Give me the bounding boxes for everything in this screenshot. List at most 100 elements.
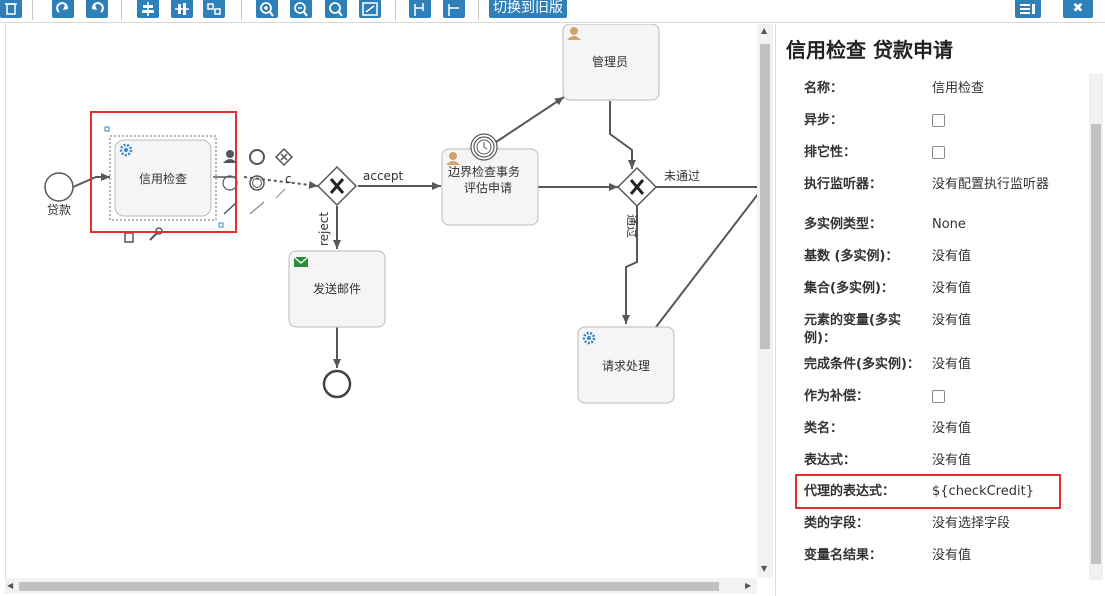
intermediate-event-quick-icon[interactable]: [249, 175, 265, 191]
boundary-timer-event[interactable]: [470, 133, 498, 161]
gear-icon: [119, 143, 133, 157]
property-value[interactable]: 没有值: [932, 357, 972, 372]
property-value[interactable]: 没有配置执行监听器: [932, 177, 1050, 192]
canvas-horizontal-scroll-thumb[interactable]: [19, 582, 719, 591]
quick-c-label: c: [285, 172, 292, 186]
end-event[interactable]: [322, 369, 352, 399]
property-value[interactable]: 没有值: [932, 453, 972, 468]
exclusive-gateway-1[interactable]: [316, 165, 358, 207]
property-label: 类的字段：: [804, 516, 870, 531]
task-request-handle-label: 请求处理: [602, 359, 650, 373]
property-label: 表达式：: [804, 453, 857, 468]
property-value[interactable]: 没有值: [932, 421, 972, 436]
zoom-out-icon[interactable]: [290, 0, 312, 18]
property-value[interactable]: 没有值: [932, 249, 972, 264]
property-label: 多实例类型：: [804, 217, 883, 232]
task-request-handle[interactable]: [577, 326, 675, 404]
align-horizontal-icon[interactable]: [171, 0, 193, 18]
end-event-quick-icon[interactable]: [249, 149, 265, 165]
task-send-mail[interactable]: [288, 250, 386, 328]
flow-admin-to-gateway2[interactable]: [609, 101, 636, 169]
exclusive-gateway-2[interactable]: [616, 166, 658, 208]
panel-scroll-thumb[interactable]: [1091, 124, 1101, 564]
editor-toolbar: 切换到旧版 ✖: [0, 0, 1105, 23]
user-icon: [446, 152, 460, 165]
property-label: 变量名结果：: [804, 548, 883, 563]
bpmn-diagram: 贷款 信用检查 c: [44, 24, 758, 404]
property-label: 执行监听器：: [804, 177, 883, 192]
property-value[interactable]: None: [932, 217, 966, 232]
property-value[interactable]: 没有值: [932, 281, 972, 296]
task-evaluate-line2: 评估申请: [464, 181, 512, 195]
add-bendpoint-icon[interactable]: [409, 0, 431, 18]
association-quick-icon[interactable]: [249, 201, 265, 215]
flow-passed[interactable]: [622, 206, 638, 324]
resize-handle-tl[interactable]: [104, 126, 110, 132]
task-credit-check[interactable]: [114, 139, 212, 217]
delete-icon[interactable]: [0, 0, 22, 18]
sequence-flows: [72, 96, 758, 368]
property-checkbox[interactable]: [932, 390, 945, 403]
task-admin-label: 管理员: [592, 54, 628, 69]
property-value[interactable]: 信用检查: [932, 81, 985, 96]
panel-title: 信用检查 贷款申请: [786, 38, 953, 62]
property-checkbox[interactable]: [932, 146, 945, 159]
remove-bendpoint-icon[interactable]: [443, 0, 465, 18]
close-button[interactable]: ✖: [1063, 0, 1093, 18]
property-label: 基数 (多实例)：: [804, 249, 899, 264]
property-value[interactable]: ${checkCredit}: [932, 484, 1034, 499]
panel-scrollbar[interactable]: [1089, 74, 1103, 580]
user-icon: [567, 27, 581, 40]
gear-icon: [582, 331, 596, 345]
task-admin[interactable]: [562, 24, 660, 101]
redo-icon[interactable]: [52, 0, 74, 18]
canvas-vertical-scroll-thumb[interactable]: [760, 44, 770, 349]
property-checkbox[interactable]: [932, 114, 945, 127]
selection-outline: [109, 135, 217, 221]
properties-panel: 信用检查 贷款申请 名称：信用检查异步：排它性：执行监听器：没有配置执行监听器多…: [775, 24, 1105, 596]
property-value[interactable]: 没有选择字段: [932, 516, 1011, 531]
property-label: 代理的表达式：: [804, 484, 896, 499]
property-label: 名称：: [804, 81, 844, 96]
property-label: 完成条件(多实例)：: [804, 357, 920, 372]
flow-start-to-credit[interactable]: [72, 173, 110, 188]
property-label: 元素的变量(多实例)：: [804, 313, 901, 346]
task-send-mail-label: 发送邮件: [313, 281, 361, 296]
task-evaluate-line1: 边界检查事务: [448, 164, 520, 179]
zoom-fit-icon[interactable]: [359, 0, 381, 18]
flow-accept-label: accept: [363, 169, 404, 183]
toggle-properties-icon[interactable]: [1015, 0, 1041, 18]
flow-reject-label: reject: [317, 212, 331, 246]
user-task-quick-icon[interactable]: [223, 150, 237, 163]
resize-handle-br[interactable]: [218, 222, 224, 228]
same-size-icon[interactable]: [203, 0, 225, 18]
flow-credit-to-gateway-dashed: [243, 176, 319, 189]
property-value[interactable]: 没有值: [932, 548, 972, 563]
connector-quick-icon[interactable]: [223, 201, 238, 215]
trash-icon[interactable]: [123, 231, 135, 243]
canvas-vertical-scrollbar[interactable]: ▲ ▼: [757, 24, 773, 578]
gateway-quick-icon[interactable]: [274, 147, 294, 167]
flow-passed-label: 通过: [625, 214, 639, 238]
process-canvas[interactable]: 贷款 信用检查 c: [5, 24, 758, 578]
zoom-actual-icon[interactable]: [325, 0, 347, 18]
zoom-in-icon[interactable]: [256, 0, 278, 18]
align-vertical-icon[interactable]: [137, 0, 159, 18]
highlight-selected-task: [90, 111, 237, 233]
property-label: 排它性：: [804, 145, 857, 160]
flow-timer-to-admin[interactable]: [495, 96, 565, 143]
start-event-label: 贷款: [47, 203, 71, 217]
change-type-quick-icon[interactable]: [222, 175, 238, 191]
canvas-horizontal-scrollbar[interactable]: ◀ ▶: [5, 578, 757, 594]
envelope-icon: [293, 256, 309, 267]
flow-request-out[interactable]: [655, 193, 758, 328]
start-event[interactable]: [44, 172, 74, 202]
switch-to-old-version-button[interactable]: 切换到旧版: [489, 0, 567, 18]
property-label: 集合(多实例)：: [804, 281, 894, 296]
quick-menu: c: [123, 147, 294, 243]
property-label: 作为补偿：: [804, 389, 870, 404]
flow-not-passed-label: 未通过: [664, 169, 700, 183]
property-value[interactable]: 没有值: [932, 313, 972, 328]
property-label: 类名：: [804, 421, 844, 436]
undo-icon[interactable]: [86, 0, 108, 18]
